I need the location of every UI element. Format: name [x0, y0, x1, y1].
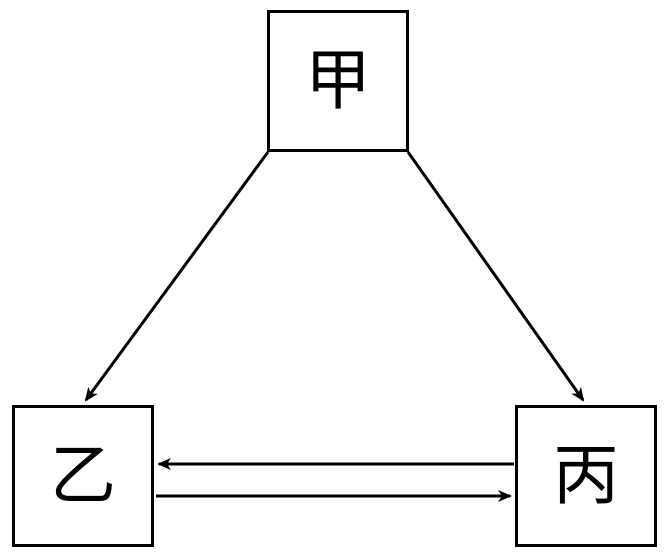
node-jia-label: 甲 [305, 42, 371, 119]
node-bing-label: 丙 [553, 437, 619, 514]
arrow-jia-to-yi [84, 151, 270, 402]
arrow-jia-to-bing [406, 151, 585, 402]
node-jia-box: 甲 [267, 10, 409, 152]
node-yi-box: 乙 [12, 405, 154, 547]
node-yi-label: 乙 [50, 437, 116, 514]
node-bing-box: 丙 [515, 405, 657, 547]
